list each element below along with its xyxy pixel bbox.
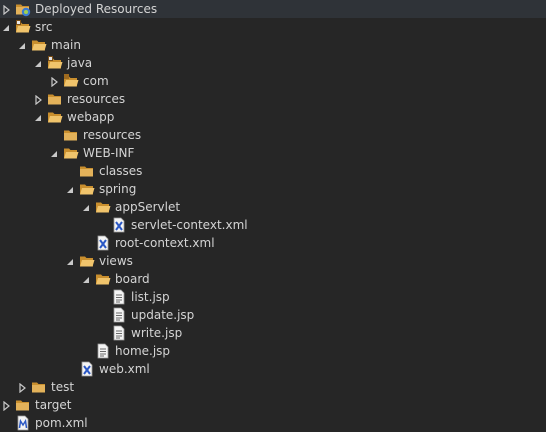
tree-item-web-xml[interactable]: web.xml: [0, 360, 546, 378]
tree-item-pom-xml[interactable]: pom.xml: [0, 414, 546, 432]
jsp-file-icon: [111, 307, 127, 323]
tree-item-web-inf[interactable]: WEB-INF: [0, 144, 546, 162]
package-folder-icon: [63, 73, 79, 89]
folder-icon: [47, 91, 63, 107]
tree-item-main[interactable]: main: [0, 36, 546, 54]
tree-item-label: root-context.xml: [115, 236, 215, 250]
tree-item-views[interactable]: views: [0, 252, 546, 270]
source-folder-icon: [47, 55, 63, 71]
tree-item-label: webapp: [67, 110, 115, 124]
tree-item-label: src: [35, 20, 53, 34]
tree-item-write-jsp[interactable]: write.jsp: [0, 324, 546, 342]
open-folder-icon: [79, 181, 95, 197]
jsp-file-icon: [95, 343, 111, 359]
maven-pom-icon: [15, 415, 31, 431]
tree-item-update-jsp[interactable]: update.jsp: [0, 306, 546, 324]
tree-item-label: resources: [83, 128, 142, 142]
expand-arrow-icon[interactable]: [33, 94, 43, 106]
collapse-arrow-icon[interactable]: [65, 184, 75, 194]
xml-file-icon: [95, 235, 111, 251]
expand-arrow-icon[interactable]: [49, 76, 59, 88]
collapse-arrow-icon[interactable]: [33, 58, 43, 68]
tree-item-test[interactable]: test: [0, 378, 546, 396]
open-folder-icon: [95, 199, 111, 215]
tree-item-label: spring: [99, 182, 137, 196]
tree-item-label: Deployed Resources: [35, 2, 158, 16]
collapse-arrow-icon[interactable]: [49, 148, 59, 158]
tree-item-label: resources: [67, 92, 126, 106]
folder-icon: [63, 127, 79, 143]
tree-item-root-context-xml[interactable]: root-context.xml: [0, 234, 546, 252]
open-folder-icon: [63, 145, 79, 161]
xml-file-icon: [111, 217, 127, 233]
tree-item-label: views: [99, 254, 133, 268]
open-folder-icon: [79, 253, 95, 269]
deployed-resources-icon: [15, 1, 31, 17]
tree-item-label: pom.xml: [35, 416, 88, 430]
tree-item-appservlet[interactable]: appServlet: [0, 198, 546, 216]
source-folder-icon: [15, 19, 31, 35]
tree-item-label: target: [35, 398, 72, 412]
open-folder-icon: [95, 271, 111, 287]
tree-item-label: home.jsp: [115, 344, 171, 358]
open-folder-icon: [31, 37, 47, 53]
tree-item-label: main: [51, 38, 81, 52]
tree-item-label: appServlet: [115, 200, 181, 214]
tree-item-classes[interactable]: classes: [0, 162, 546, 180]
collapse-arrow-icon[interactable]: [17, 40, 27, 50]
tree-item-label: board: [115, 272, 150, 286]
open-folder-icon: [47, 109, 63, 125]
tree-item-label: update.jsp: [131, 308, 195, 322]
tree-item-java[interactable]: java: [0, 54, 546, 72]
jsp-file-icon: [111, 325, 127, 341]
folder-icon: [15, 397, 31, 413]
tree-item-label: test: [51, 380, 75, 394]
tree-item-spring[interactable]: spring: [0, 180, 546, 198]
tree-item-deployed-resources[interactable]: Deployed Resources: [0, 0, 546, 18]
expand-arrow-icon[interactable]: [1, 400, 11, 412]
tree-item-com[interactable]: com: [0, 72, 546, 90]
tree-item-board[interactable]: board: [0, 270, 546, 288]
tree-item-label: WEB-INF: [83, 146, 135, 160]
tree-item-servlet-context-xml[interactable]: servlet-context.xml: [0, 216, 546, 234]
tree-item-label: list.jsp: [131, 290, 170, 304]
tree-item-list-jsp[interactable]: list.jsp: [0, 288, 546, 306]
tree-item-label: classes: [99, 164, 143, 178]
tree-item-label: write.jsp: [131, 326, 183, 340]
expand-arrow-icon[interactable]: [17, 382, 27, 394]
folder-icon: [31, 379, 47, 395]
collapse-arrow-icon[interactable]: [1, 22, 11, 32]
tree-item-src[interactable]: src: [0, 18, 546, 36]
tree-item-webapp[interactable]: webapp: [0, 108, 546, 126]
xml-file-icon: [79, 361, 95, 377]
expand-arrow-icon[interactable]: [1, 4, 11, 16]
tree-item-resources[interactable]: resources: [0, 126, 546, 144]
folder-icon: [79, 163, 95, 179]
collapse-arrow-icon[interactable]: [65, 256, 75, 266]
jsp-file-icon: [111, 289, 127, 305]
tree-item-label: servlet-context.xml: [131, 218, 248, 232]
tree-item-resources[interactable]: resources: [0, 90, 546, 108]
collapse-arrow-icon[interactable]: [81, 202, 91, 212]
tree-item-label: com: [83, 74, 109, 88]
tree-item-label: java: [67, 56, 93, 70]
tree-item-home-jsp[interactable]: home.jsp: [0, 342, 546, 360]
tree-item-label: web.xml: [99, 362, 150, 376]
collapse-arrow-icon[interactable]: [81, 274, 91, 284]
tree-item-target[interactable]: target: [0, 396, 546, 414]
collapse-arrow-icon[interactable]: [33, 112, 43, 122]
